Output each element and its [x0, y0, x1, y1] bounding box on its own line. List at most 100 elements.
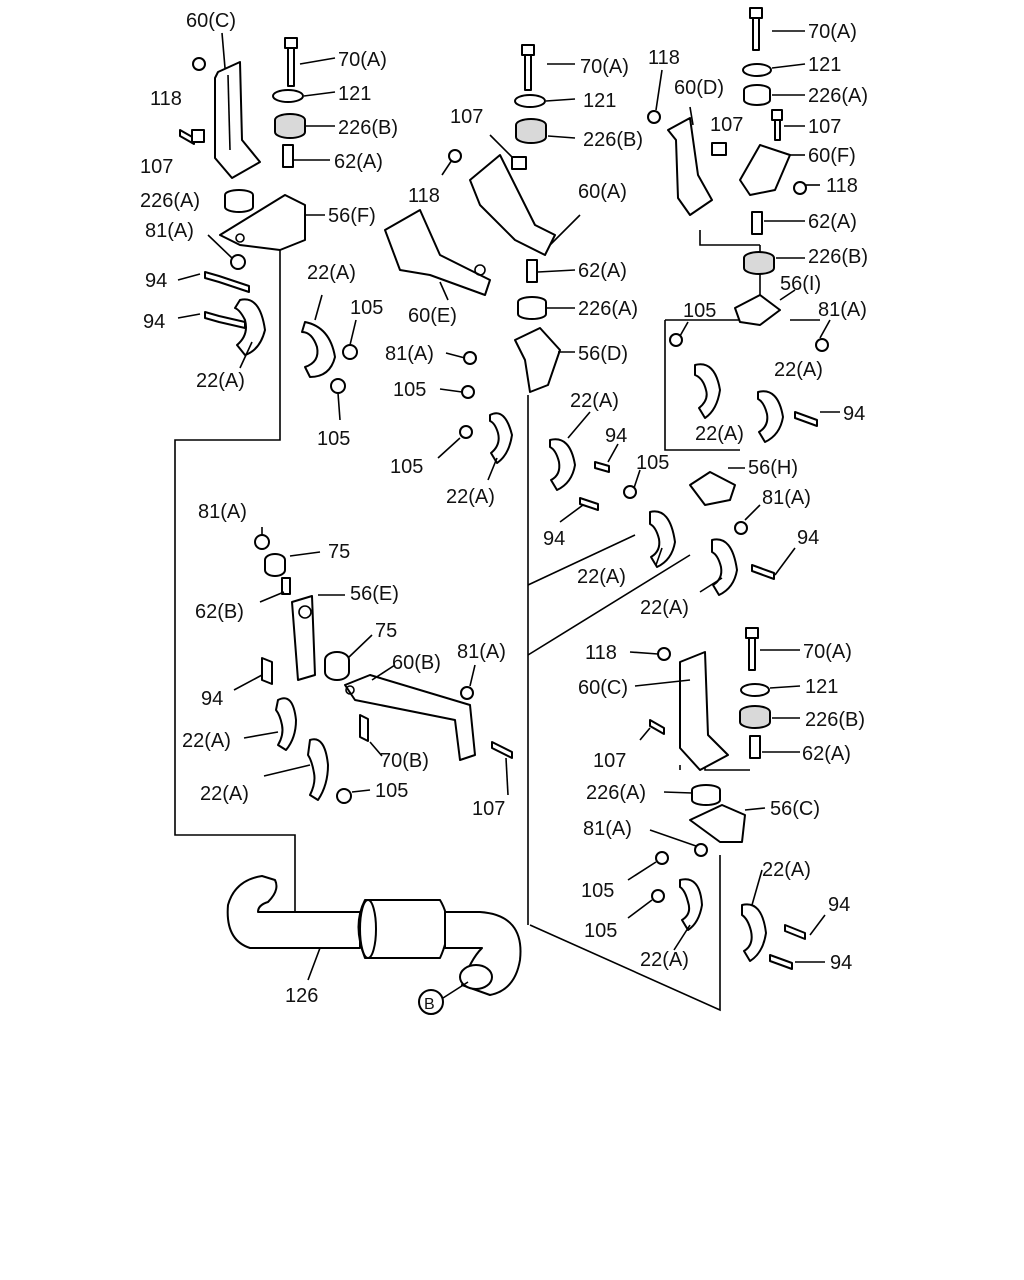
- label-75-2: 75: [375, 620, 397, 642]
- label-81a-2: 81(A): [385, 343, 434, 365]
- label-56d: 56(D): [578, 343, 628, 365]
- label-94-2: 94: [143, 311, 165, 333]
- bracket-56f: [219, 194, 306, 251]
- label-56f: 56(F): [328, 205, 376, 227]
- clamp-22a-2: [301, 321, 336, 378]
- muffler-body: [357, 899, 449, 959]
- label-105-9: 105: [584, 920, 617, 942]
- label-81a-3: 81(A): [818, 299, 867, 321]
- bushing-226a-1: [224, 189, 254, 213]
- label-226a-4: 226(A): [586, 782, 646, 804]
- label-107-topleft: 107: [140, 156, 173, 178]
- bracket-56h: [689, 471, 736, 506]
- label-75-1: 75: [328, 541, 350, 563]
- exhaust-pipe-inlet: [226, 875, 361, 949]
- sleeve-62a-3: [751, 211, 763, 235]
- label-60c-2: 60(C): [578, 677, 628, 699]
- label-22a-12: 22(A): [640, 949, 689, 971]
- label-81a-5: 81(A): [198, 501, 247, 523]
- label-226b-1: 226(B): [338, 117, 398, 139]
- washer-121-2: [514, 94, 546, 108]
- label-22a-11: 22(A): [762, 859, 811, 881]
- label-105-1: 105: [350, 297, 383, 319]
- label-22a-6: 22(A): [695, 423, 744, 445]
- bolt-70a-3: [749, 7, 763, 19]
- clamp-22a-10: [307, 738, 329, 801]
- label-107-2: 107: [450, 106, 483, 128]
- label-107-5: 107: [472, 798, 505, 820]
- label-94-4: 94: [543, 528, 565, 550]
- clamp-22a-12: [741, 903, 767, 962]
- parts: [179, 7, 829, 1015]
- label-118-4: 118: [826, 175, 858, 197]
- bolt-70a-4: [745, 627, 759, 639]
- washer-121-3: [742, 63, 772, 77]
- label-121-2: 121: [583, 90, 616, 112]
- bushing-75-1: [264, 553, 286, 577]
- label-105-5: 105: [683, 300, 716, 322]
- clamp-22a-9: [275, 697, 297, 751]
- label-56h: 56(H): [748, 457, 798, 479]
- label-70b: 70(B): [380, 750, 429, 772]
- label-107-6: 107: [593, 750, 626, 772]
- bushing-226b-1: [274, 113, 306, 139]
- sleeve-62a-4: [749, 735, 761, 759]
- bushing-226a-4: [691, 784, 721, 806]
- label-105-7: 105: [375, 780, 408, 802]
- label-226b-3: 226(B): [808, 246, 868, 268]
- bracket-60a: [469, 154, 556, 256]
- label-121-3: 121: [808, 54, 841, 76]
- clamp-22a-8: [711, 538, 738, 596]
- label-94-3: 94: [605, 425, 627, 447]
- bracket-56e: [291, 595, 316, 681]
- label-118-3: 118: [408, 185, 440, 207]
- label-b: B: [424, 996, 435, 1013]
- bolt-70a-2: [521, 44, 535, 56]
- label-105-2: 105: [317, 428, 350, 450]
- label-126: 126: [285, 985, 318, 1007]
- label-22a-1: 22(A): [196, 370, 245, 392]
- bushing-226a-3: [743, 84, 771, 106]
- bushing-226b-3: [743, 251, 775, 275]
- label-105-8: 105: [581, 880, 614, 902]
- exhaust-pipe-outlet: [444, 911, 522, 996]
- part-labels: 60(C) 118 107 70(A) 121 226(B) 62(A) 226…: [140, 10, 868, 1013]
- clamp-22a-11: [679, 878, 703, 931]
- label-107-4: 107: [808, 116, 841, 138]
- label-107-3: 107: [710, 114, 743, 136]
- bushing-226b-2: [515, 118, 547, 144]
- clamp-22a-1: [234, 298, 266, 356]
- clamp-22a-5: [694, 363, 721, 419]
- label-121-1: 121: [338, 83, 371, 105]
- bushing-75-2: [324, 651, 350, 681]
- label-62b: 62(B): [195, 601, 244, 623]
- label-70a-1: 70(A): [338, 49, 387, 71]
- label-81a-4: 81(A): [762, 487, 811, 509]
- label-94-7: 94: [201, 688, 223, 710]
- sleeve-62b: [281, 577, 291, 595]
- washer-121-1: [272, 89, 304, 103]
- label-81a-7: 81(A): [583, 818, 632, 840]
- label-22a-10: 22(A): [200, 783, 249, 805]
- label-60e: 60(E): [408, 305, 457, 327]
- bushing-226a-2: [517, 296, 547, 320]
- washer-121-4: [740, 683, 770, 697]
- sleeve-62a-1: [282, 144, 294, 168]
- label-94-1: 94: [145, 270, 167, 292]
- label-56e: 56(E): [350, 583, 399, 605]
- label-118-2: 118: [648, 47, 680, 69]
- bracket-56d: [514, 327, 561, 393]
- label-94-8: 94: [828, 894, 850, 916]
- label-118-5: 118: [585, 642, 617, 664]
- bracket-60c-top: [214, 61, 261, 179]
- clamp-22a-7: [649, 510, 676, 568]
- label-22a-9: 22(A): [182, 730, 231, 752]
- label-94-5: 94: [843, 403, 865, 425]
- bolt-70a-1: [284, 37, 298, 49]
- callout-b: [418, 989, 444, 1015]
- label-70a-4: 70(A): [803, 641, 852, 663]
- bracket-60e: [384, 209, 491, 296]
- label-226a-3: 226(A): [808, 85, 868, 107]
- clamp-22a-3: [489, 412, 513, 464]
- label-62a-3: 62(A): [808, 211, 857, 233]
